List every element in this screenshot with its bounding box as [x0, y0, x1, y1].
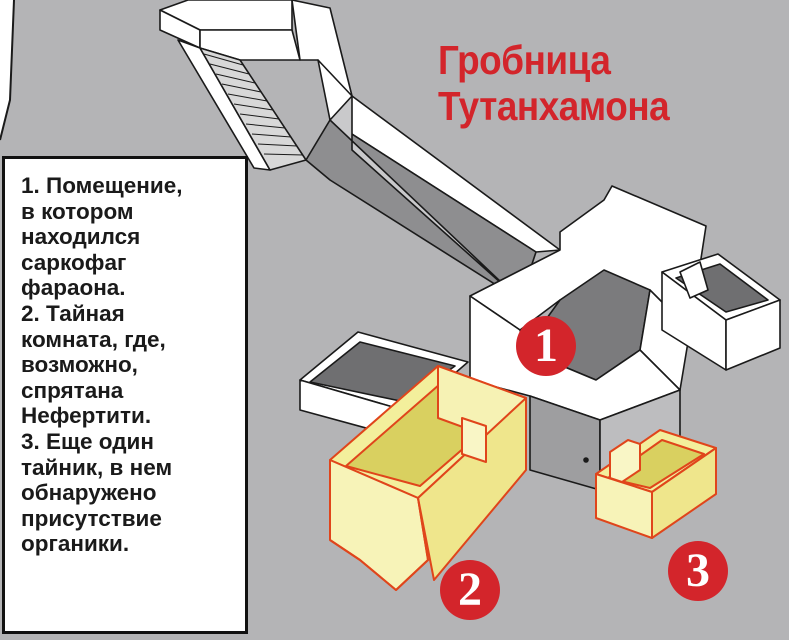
- legend-line: находился: [21, 224, 141, 250]
- treasury-notch: [679, 261, 709, 299]
- burial-complex: [469, 185, 707, 491]
- room2-crack: [329, 497, 429, 591]
- legend-line: органики.: [21, 531, 130, 557]
- legend-line: возможно,: [21, 352, 138, 378]
- legend-line: комната, где,: [21, 326, 166, 352]
- corridor-wall: [329, 95, 521, 301]
- legend-line: Нефертити.: [21, 403, 152, 429]
- legend-line: в котором: [21, 198, 134, 224]
- legend-line: тайник, в нем: [21, 454, 173, 480]
- stair-step-lines: [203, 53, 304, 156]
- legend-line: саркофаг: [21, 249, 127, 275]
- door-knob: [583, 457, 589, 463]
- secret-room-2: [329, 365, 527, 591]
- room2-side: [417, 397, 527, 581]
- stair-entrance-side: [199, 29, 301, 61]
- marker-2-secret-room: 2: [440, 560, 500, 620]
- secret-room-3: [595, 429, 717, 539]
- marker-1-burial-chamber: 1: [516, 316, 576, 376]
- room3-side: [651, 447, 717, 539]
- legend-line: обнаружено: [21, 480, 157, 506]
- corridor: [305, 59, 561, 301]
- title-line-1: Гробница: [438, 37, 611, 83]
- treasury-side: [725, 299, 781, 371]
- left-edge-line: [0, 0, 15, 141]
- legend-line: фараона.: [21, 275, 126, 301]
- legend-line: 1. Помещение,: [21, 173, 183, 198]
- staircase: [159, 0, 353, 171]
- room2-door: [461, 417, 487, 463]
- legend-line: присутствие: [21, 505, 162, 531]
- treasury: [661, 253, 781, 371]
- title-line-2: Тутанхамона: [438, 83, 670, 129]
- legend-line: 3. Еще один: [21, 428, 154, 454]
- legend-line: 2. Тайная: [21, 300, 125, 326]
- corridor-top: [317, 59, 561, 253]
- marker-3-secret-room: 3: [668, 541, 728, 601]
- room3-partition: [609, 439, 641, 483]
- legend-line: спрятана: [21, 377, 124, 403]
- legend-text: 1. Помещение, в котором находился саркоф…: [21, 173, 247, 557]
- legend-box: 1. Помещение, в котором находился саркоф…: [2, 156, 248, 634]
